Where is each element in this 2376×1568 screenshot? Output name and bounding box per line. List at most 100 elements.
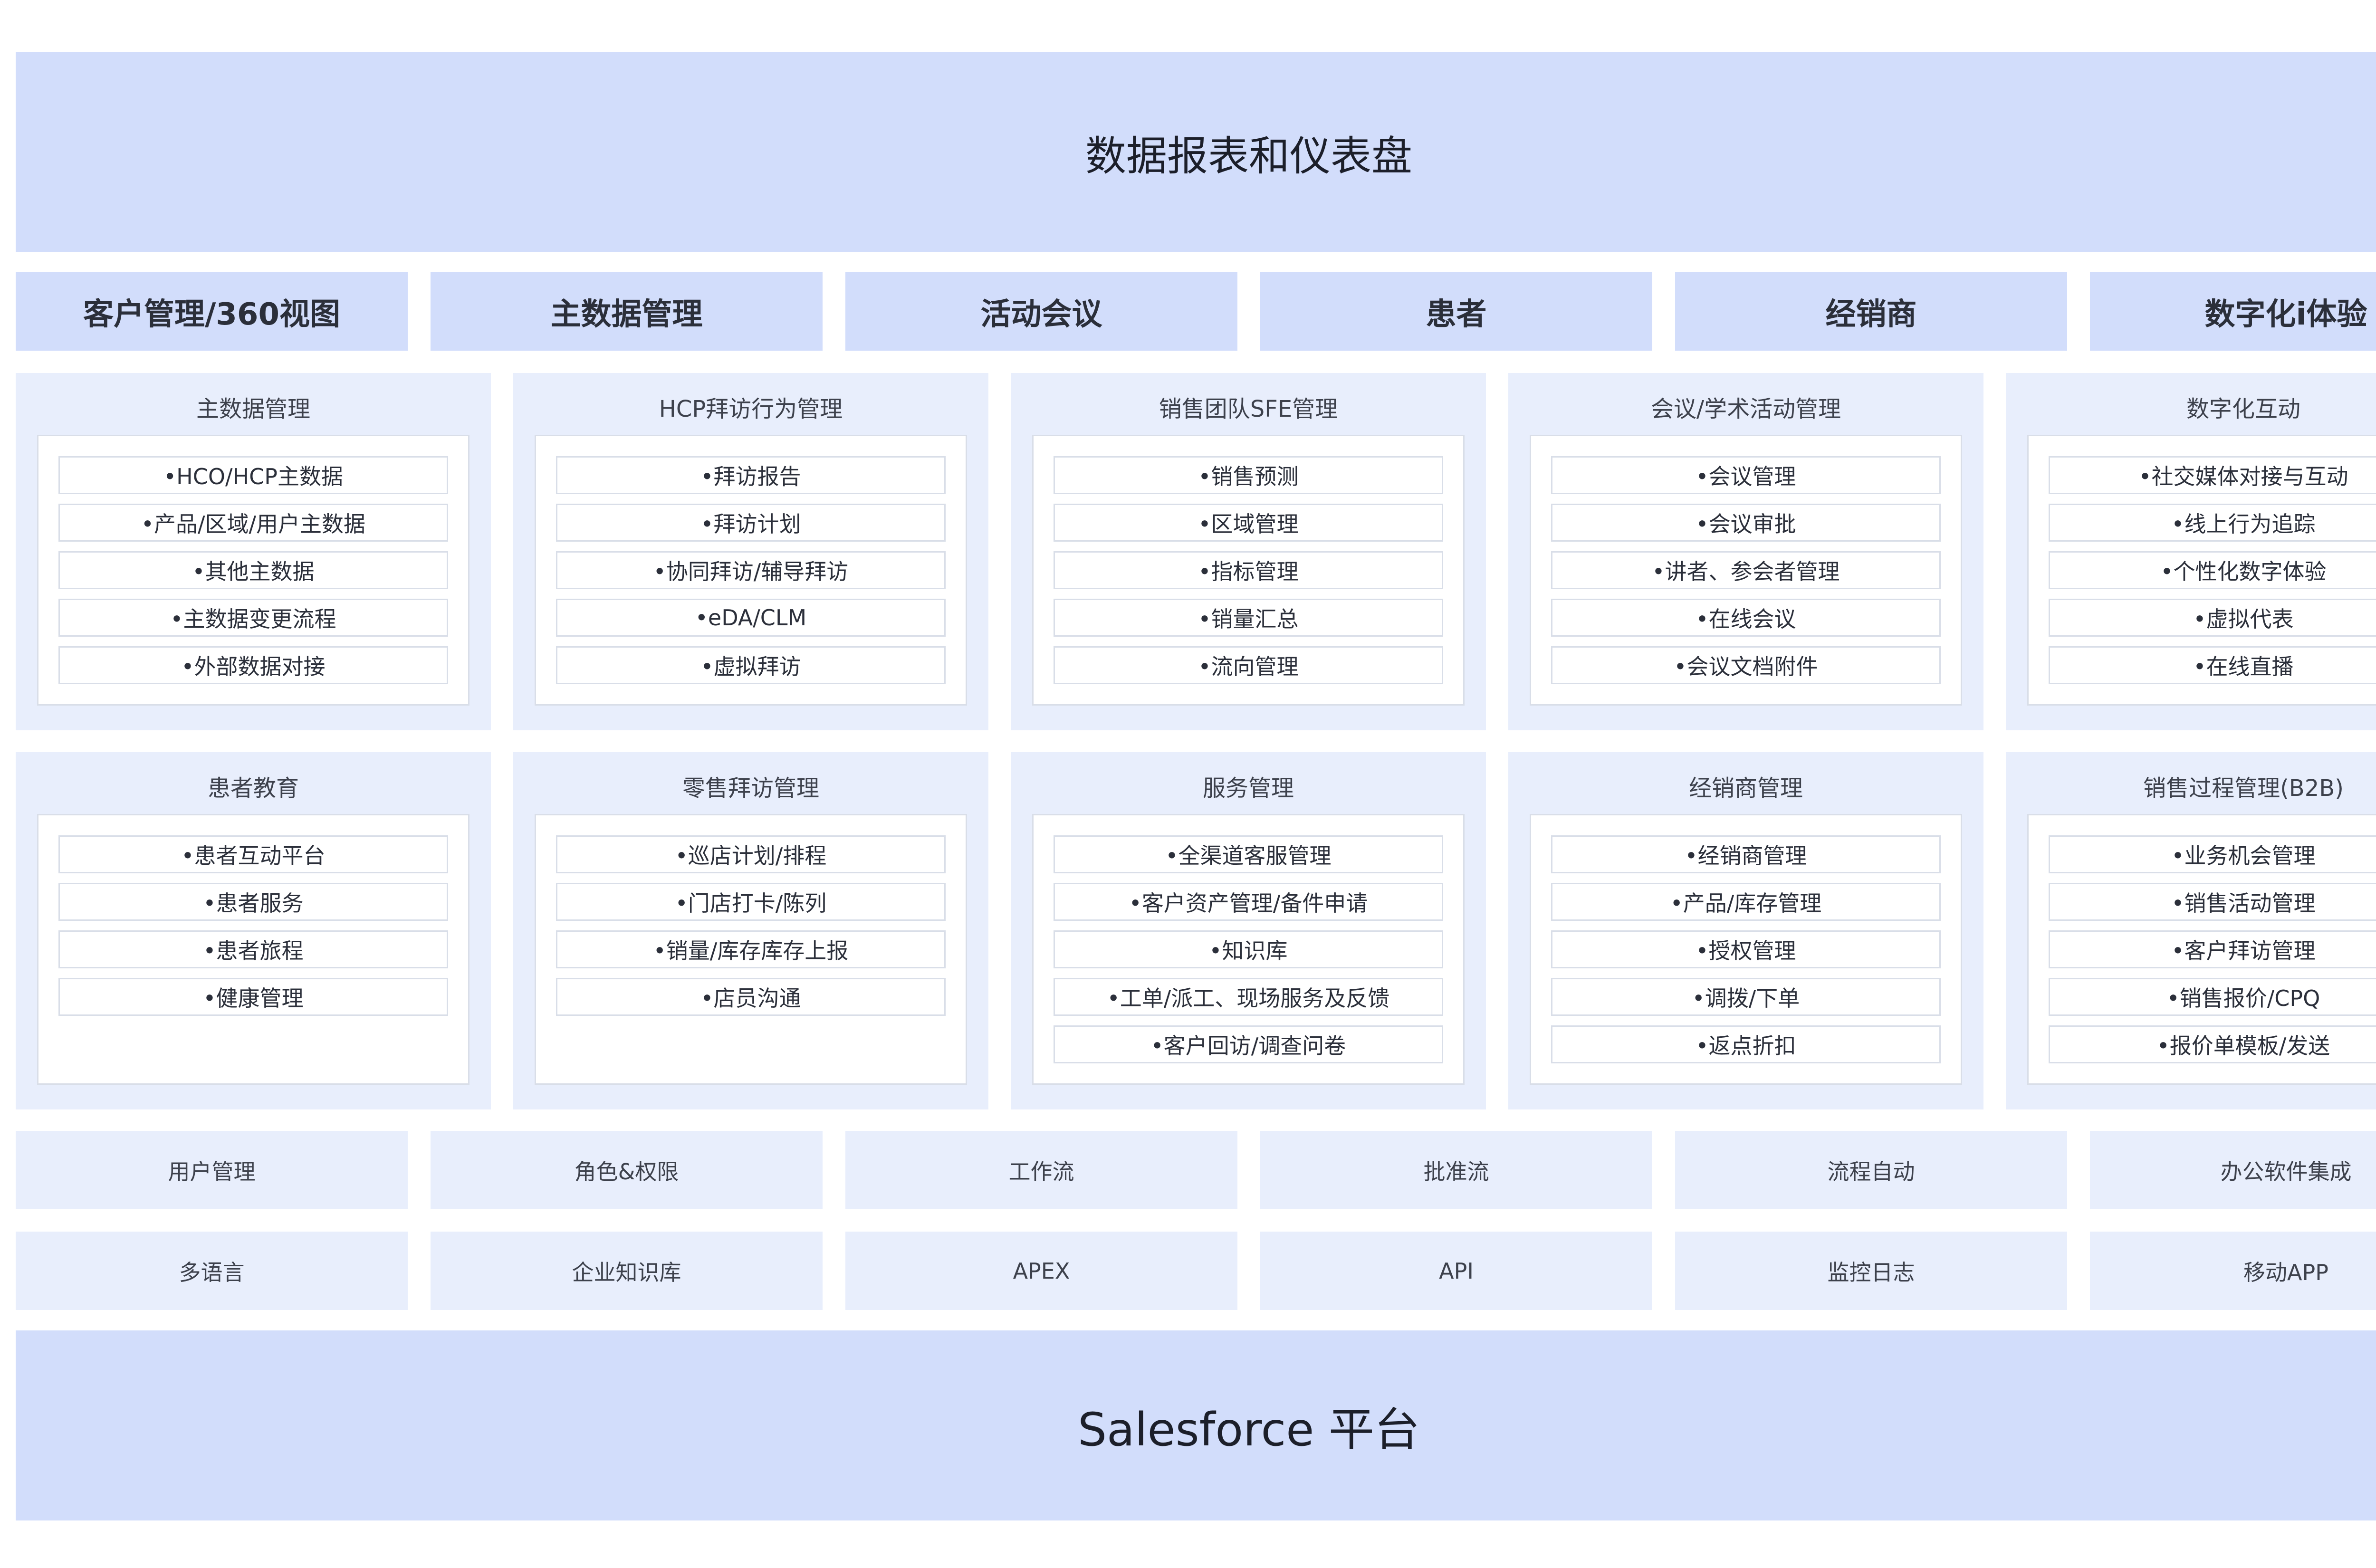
module-item: •会议文档附件	[1551, 646, 1941, 684]
module-title: 销售团队SFE管理	[1159, 396, 1338, 422]
module-item: •协同拜访/辅导拜访	[556, 551, 946, 589]
capability-tile: 监控日志	[1675, 1232, 2067, 1310]
module-title: 服务管理	[1202, 775, 1294, 802]
category-label: 数字化i体验	[2204, 296, 2367, 332]
category-label: 患者	[1426, 296, 1487, 332]
module-panel-service: 服务管理 •全渠道客服管理 •客户资产管理/备件申请 •知识库 •工单/派工、现…	[1011, 752, 1486, 1109]
module-item: •销量/库存库存上报	[556, 930, 946, 968]
module-item: •业务机会管理	[2049, 835, 2376, 873]
capability-tile: 流程自动	[1675, 1131, 2067, 1209]
platform-band: Salesforce 平台	[16, 1330, 2376, 1520]
module-panel-distributor: 经销商管理 •经销商管理 •产品/库存管理 •授权管理 •调拨/下单 •返点折扣	[1508, 752, 1983, 1109]
module-title: 主数据管理	[196, 396, 310, 422]
module-items-box: •业务机会管理 •销售活动管理 •客户拜访管理 •销售报价/CPQ •报价单模板…	[2027, 814, 2376, 1085]
module-item: •线上行为追踪	[2049, 504, 2376, 542]
module-item: •外部数据对接	[58, 646, 448, 684]
capability-tile: 多语言	[16, 1232, 408, 1310]
module-item: •调拨/下单	[1551, 978, 1941, 1016]
module-item: •个性化数字体验	[2049, 551, 2376, 589]
module-item: •讲者、参会者管理	[1551, 551, 1941, 589]
capability-tile: 用户管理	[16, 1131, 408, 1209]
category-label: 主数据管理	[550, 296, 703, 332]
category-distributors: 经销商	[1675, 272, 2067, 351]
module-panel-patient-education: 患者教育 •患者互动平台 •患者服务 •患者旅程 •健康管理	[16, 752, 491, 1109]
module-item: •客户资产管理/备件申请	[1054, 883, 1443, 921]
module-items-box: •销售预测 •区域管理 •指标管理 •销量汇总 •流向管理	[1032, 435, 1465, 706]
module-item: •主数据变更流程	[58, 599, 448, 637]
module-items-box: •患者互动平台 •患者服务 •患者旅程 •健康管理	[37, 814, 469, 1085]
capability-tile: 角色&权限	[431, 1131, 823, 1209]
category-label: 活动会议	[980, 296, 1102, 332]
module-item: •客户拜访管理	[2049, 930, 2376, 968]
module-item: •在线直播	[2049, 646, 2376, 684]
module-panel-meetings: 会议/学术活动管理 •会议管理 •会议审批 •讲者、参会者管理 •在线会议 •会…	[1508, 373, 1983, 730]
module-title: 患者教育	[207, 775, 299, 802]
module-item: •返点折扣	[1551, 1025, 1941, 1063]
module-title: 零售拜访管理	[682, 775, 819, 802]
module-items-box: •会议管理 •会议审批 •讲者、参会者管理 •在线会议 •会议文档附件	[1530, 435, 1962, 706]
module-title: 数字化互动	[2186, 396, 2300, 422]
category-digital-experience: 数字化i体验	[2090, 272, 2376, 351]
category-events: 活动会议	[845, 272, 1237, 351]
capability-tile: 批准流	[1260, 1131, 1652, 1209]
module-item: •会议审批	[1551, 504, 1941, 542]
module-item: •销售预测	[1054, 456, 1443, 494]
module-item: •报价单模板/发送	[2049, 1025, 2376, 1063]
module-title: 经销商管理	[1688, 775, 1803, 802]
module-item: •销量汇总	[1054, 599, 1443, 637]
module-item: •客户回访/调查问卷	[1054, 1025, 1443, 1063]
capability-row-1: 用户管理 角色&权限 工作流 批准流 流程自动 办公软件集成	[16, 1131, 2376, 1209]
module-title: HCP拜访行为管理	[659, 396, 843, 422]
module-item: •虚拟拜访	[556, 646, 946, 684]
module-item: •会议管理	[1551, 456, 1941, 494]
module-item: •健康管理	[58, 978, 448, 1016]
module-item: •巡店计划/排程	[556, 835, 946, 873]
module-item: •拜访报告	[556, 456, 946, 494]
module-item: •知识库	[1054, 930, 1443, 968]
category-label: 经销商	[1825, 296, 1917, 332]
module-item: •门店打卡/陈列	[556, 883, 946, 921]
module-item: •其他主数据	[58, 551, 448, 589]
module-item: •eDA/CLM	[556, 599, 946, 637]
capability-tile: 工作流	[845, 1131, 1237, 1209]
module-items-box: •经销商管理 •产品/库存管理 •授权管理 •调拨/下单 •返点折扣	[1530, 814, 1962, 1085]
module-item: •销售活动管理	[2049, 883, 2376, 921]
module-panel-b2b-sales: 销售过程管理(B2B) •业务机会管理 •销售活动管理 •客户拜访管理 •销售报…	[2006, 752, 2376, 1109]
module-item: •产品/库存管理	[1551, 883, 1941, 921]
capability-tile: API	[1260, 1232, 1652, 1310]
platform-title: Salesforce 平台	[1078, 1403, 1420, 1456]
module-item: •拜访计划	[556, 504, 946, 542]
capability-tile: 企业知识库	[431, 1232, 823, 1310]
module-item: •授权管理	[1551, 930, 1941, 968]
module-item: •全渠道客服管理	[1054, 835, 1443, 873]
category-customer-360: 客户管理/360视图	[16, 272, 408, 351]
module-panel-sfe: 销售团队SFE管理 •销售预测 •区域管理 •指标管理 •销量汇总 •流向管理	[1011, 373, 1486, 730]
module-title: 销售过程管理(B2B)	[2143, 775, 2344, 802]
module-item: •流向管理	[1054, 646, 1443, 684]
module-item: •社交媒体对接与互动	[2049, 456, 2376, 494]
module-panel-hcp-visits: HCP拜访行为管理 •拜访报告 •拜访计划 •协同拜访/辅导拜访 •eDA/CL…	[513, 373, 988, 730]
module-item: •在线会议	[1551, 599, 1941, 637]
module-item: •经销商管理	[1551, 835, 1941, 873]
category-row: 客户管理/360视图 主数据管理 活动会议 患者 经销商 数字化i体验	[16, 272, 2376, 351]
capability-tile: 办公软件集成	[2090, 1131, 2376, 1209]
module-item: •工单/派工、现场服务及反馈	[1054, 978, 1443, 1016]
module-panel-retail-visits: 零售拜访管理 •巡店计划/排程 •门店打卡/陈列 •销量/库存库存上报 •店员沟…	[513, 752, 988, 1109]
module-panel-digital-engagement: 数字化互动 •社交媒体对接与互动 •线上行为追踪 •个性化数字体验 •虚拟代表 …	[2006, 373, 2376, 730]
module-items-box: •拜访报告 •拜访计划 •协同拜访/辅导拜访 •eDA/CLM •虚拟拜访	[535, 435, 967, 706]
module-item: •区域管理	[1054, 504, 1443, 542]
capability-row-2: 多语言 企业知识库 APEX API 监控日志 移动APP	[16, 1232, 2376, 1310]
module-items-box: •巡店计划/排程 •门店打卡/陈列 •销量/库存库存上报 •店员沟通	[535, 814, 967, 1085]
module-item: •店员沟通	[556, 978, 946, 1016]
module-items-box: •全渠道客服管理 •客户资产管理/备件申请 •知识库 •工单/派工、现场服务及反…	[1032, 814, 1465, 1085]
dashboard-band: 数据报表和仪表盘	[16, 52, 2376, 252]
module-items-box: •社交媒体对接与互动 •线上行为追踪 •个性化数字体验 •虚拟代表 •在线直播	[2027, 435, 2376, 706]
module-item: •销售报价/CPQ	[2049, 978, 2376, 1016]
dashboard-title: 数据报表和仪表盘	[1085, 132, 1412, 180]
module-item: •患者服务	[58, 883, 448, 921]
module-item: •HCO/HCP主数据	[58, 456, 448, 494]
module-panel-master-data: 主数据管理 •HCO/HCP主数据 •产品/区域/用户主数据 •其他主数据 •主…	[16, 373, 491, 730]
module-item: •患者互动平台	[58, 835, 448, 873]
capability-tile: 移动APP	[2090, 1232, 2376, 1310]
category-patients: 患者	[1260, 272, 1652, 351]
